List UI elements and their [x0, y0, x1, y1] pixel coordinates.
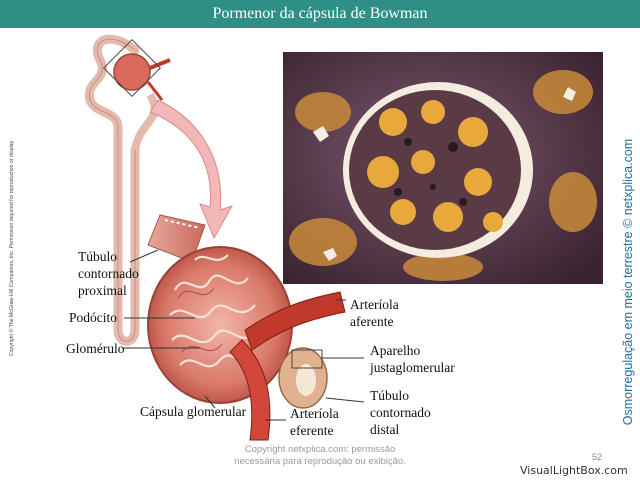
- label-glomerular-capsule: Cápsula glomerular: [140, 403, 246, 420]
- label-afferent-arteriole: Arteríola aferente: [350, 296, 399, 330]
- label-podocyte: Podócito: [69, 309, 117, 326]
- glomerulus-small: [114, 54, 150, 90]
- label-glomerulus: Glomérulo: [66, 340, 125, 357]
- label-efferent-arteriole: Arteríola eferente: [290, 405, 339, 439]
- glomerulus-micrograph: [283, 52, 603, 284]
- label-proximal-tubule: Túbulo contornado proximal: [78, 248, 139, 299]
- copyright-notice: Copyright netxplica.com: permissão neces…: [200, 444, 440, 468]
- watermark: VisualLightBox.com: [520, 464, 628, 477]
- page-number: 52: [592, 452, 602, 462]
- label-juxtaglomerular: Aparelho justaglomerular: [370, 342, 455, 376]
- label-distal-tubule: Túbulo contornado distal: [370, 387, 431, 438]
